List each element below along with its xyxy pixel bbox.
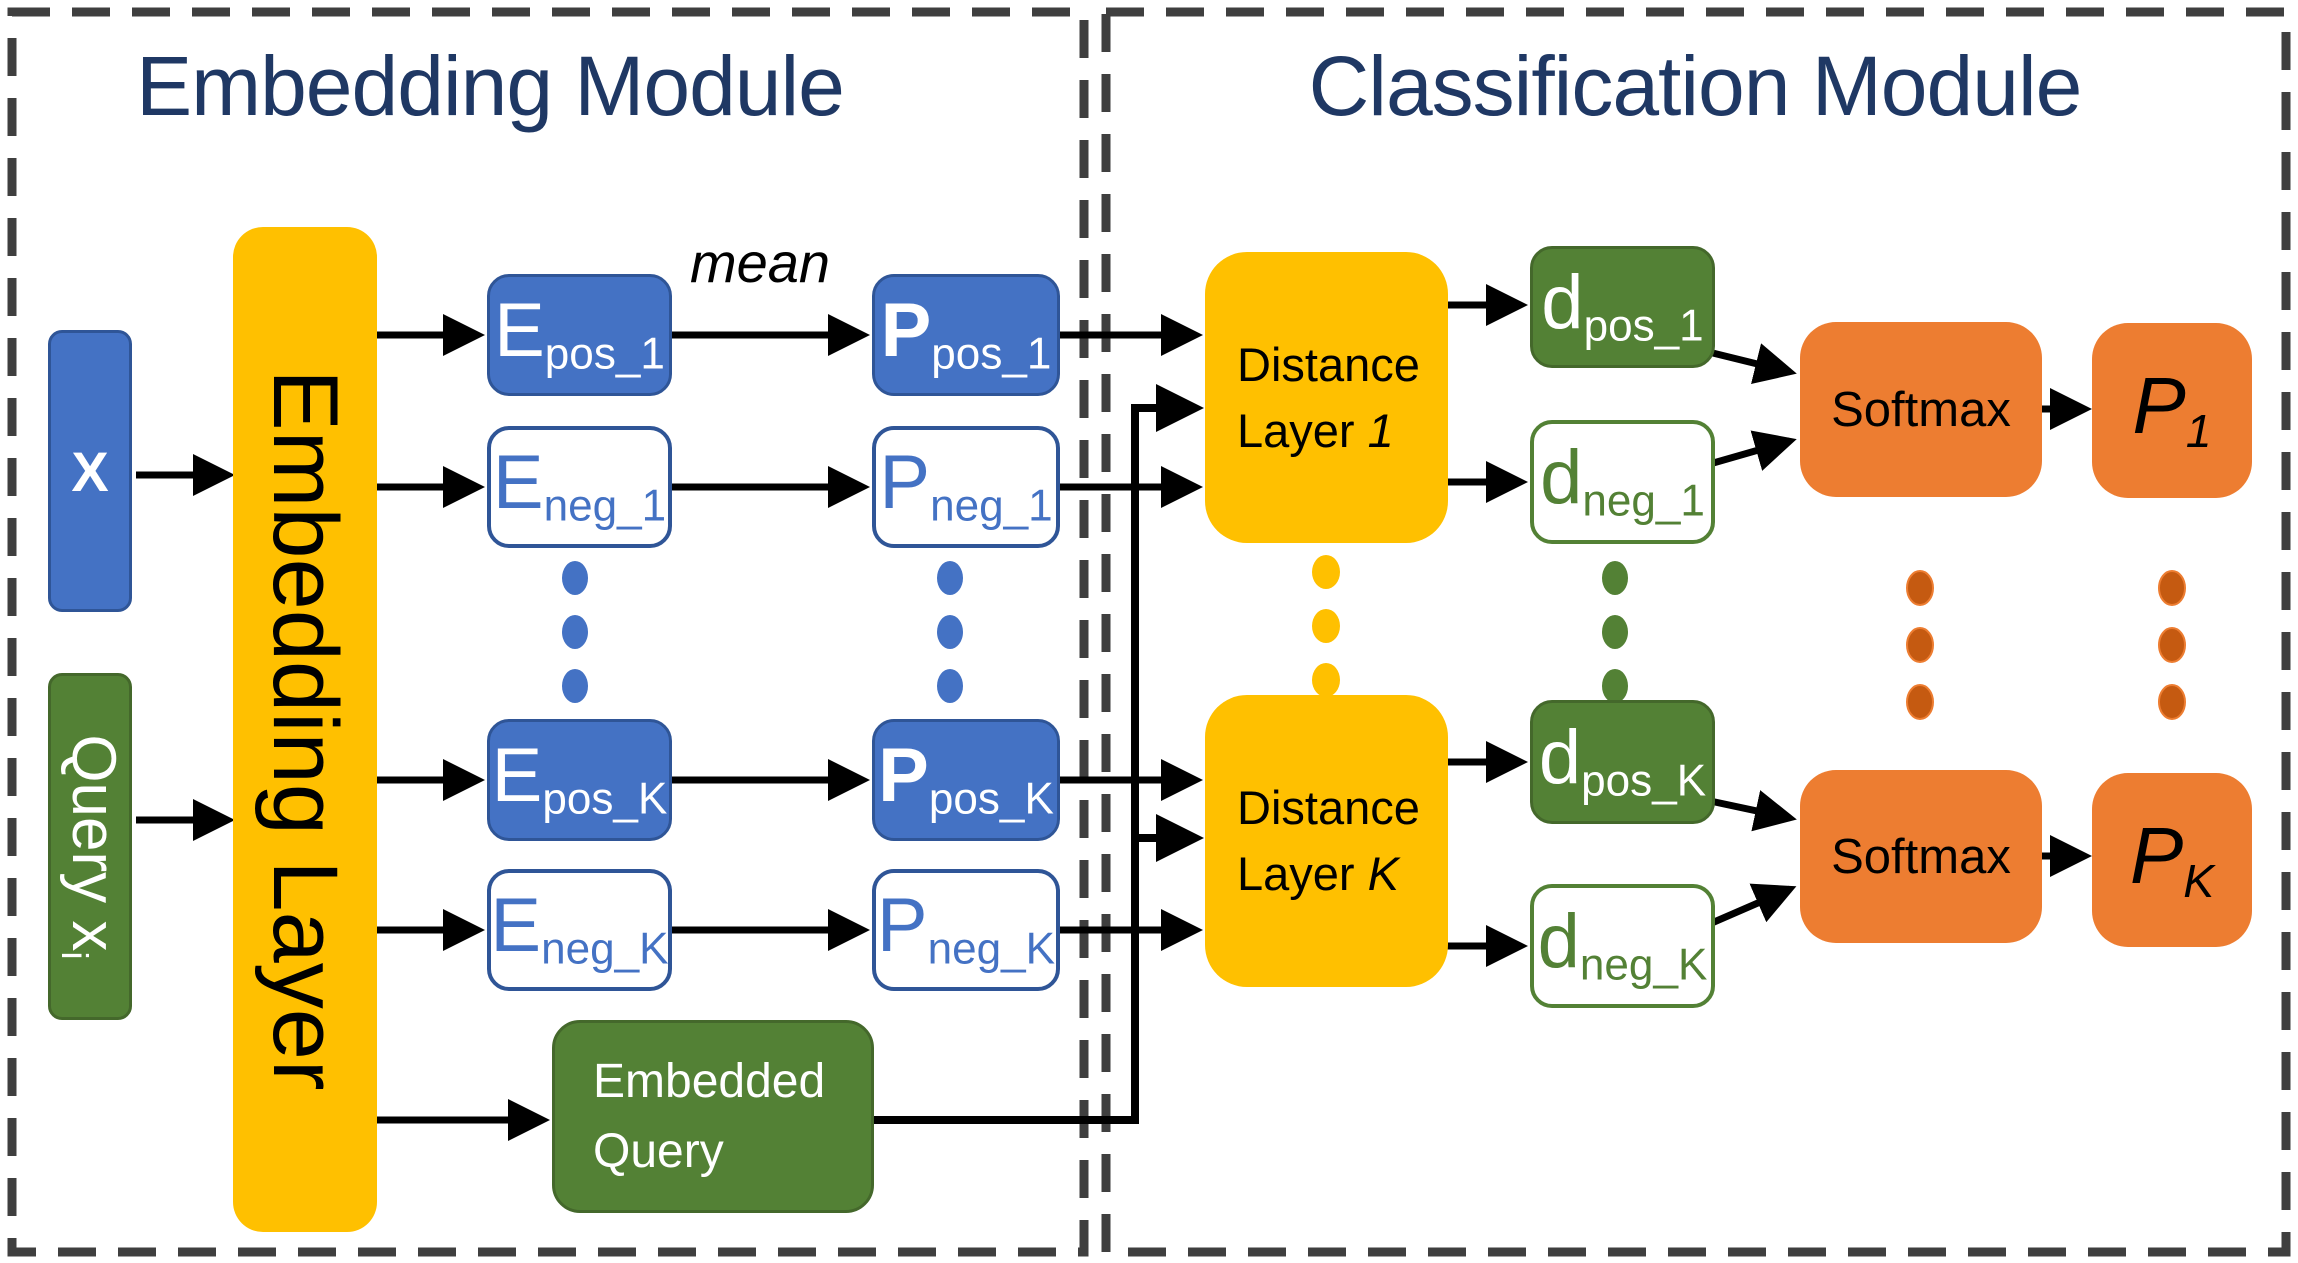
node-query-input: Query xi — [48, 673, 132, 1020]
softmax-k-label: Softmax — [1831, 829, 2011, 884]
ellipsis-dots-softmax-column — [1906, 570, 1934, 720]
node-embedding-layer: Embedding Layer — [233, 227, 377, 1232]
embedded-query-label: Embedded Query — [593, 1054, 826, 1178]
node-e-neg-1: Eneg_1 — [487, 426, 672, 548]
embedding-module-title: Embedding Module — [136, 39, 845, 133]
x-input-label: X — [71, 439, 109, 503]
d-neg-1-label: dneg_1 — [1540, 435, 1705, 526]
node-embedded-query: Embedded Query — [552, 1020, 874, 1213]
line-embedded-query-feed — [872, 384, 1204, 1124]
d-neg-k-label: dneg_K — [1537, 899, 1708, 990]
ellipsis-dots-distance-column — [1312, 555, 1340, 697]
node-d-pos-1: dpos_1 — [1530, 246, 1715, 368]
e-neg-1-label: Eneg_1 — [492, 440, 667, 531]
node-softmax-1: Softmax — [1800, 322, 2042, 497]
d-pos-k-label: dpos_K — [1538, 715, 1707, 806]
node-p-pos-k: Ppos_K — [872, 719, 1060, 841]
node-softmax-k: Softmax — [1800, 770, 2042, 943]
node-p-out-k: PK — [2092, 773, 2252, 947]
e-pos-k-label: Epos_K — [491, 733, 668, 824]
embedding-layer-label: Embedding Layer — [254, 368, 356, 1091]
p-pos-1-label: Ppos_1 — [880, 288, 1052, 379]
p-neg-1-label: Pneg_1 — [879, 440, 1053, 531]
p-neg-k-label: Pneg_K — [876, 883, 1056, 974]
node-d-neg-k: dneg_K — [1530, 884, 1715, 1008]
node-e-pos-k: Epos_K — [487, 719, 672, 841]
distance-layer-1-label: Distance Layer 1 — [1237, 337, 1420, 457]
p-out-1-label: P1 — [2132, 361, 2212, 458]
ellipsis-dots-e-column — [562, 561, 588, 703]
query-input-label: Query xi — [54, 733, 129, 960]
node-x-input: X — [48, 330, 132, 612]
node-p-neg-k: Pneg_K — [872, 869, 1060, 991]
softmax-1-label: Softmax — [1831, 382, 2011, 437]
node-e-pos-1: Epos_1 — [487, 274, 672, 396]
ellipsis-dots-d-column — [1602, 561, 1628, 703]
p-out-k-label: PK — [2129, 810, 2215, 907]
ellipsis-dots-p-column — [937, 561, 963, 703]
mean-annotation: mean — [689, 231, 831, 294]
distance-layer-k-label: Distance Layer K — [1237, 781, 1420, 900]
node-d-pos-k: dpos_K — [1530, 700, 1715, 824]
node-p-out-1: P1 — [2092, 323, 2252, 498]
embedding-module-border — [7, 7, 1089, 1257]
node-distance-layer-k: Distance Layer K — [1205, 695, 1448, 987]
classification-module-title: Classification Module — [1308, 39, 2083, 133]
node-p-pos-1: Ppos_1 — [872, 274, 1060, 396]
node-d-neg-1: dneg_1 — [1530, 420, 1715, 544]
e-pos-1-label: Epos_1 — [494, 288, 665, 379]
d-pos-1-label: dpos_1 — [1541, 260, 1704, 351]
node-p-neg-1: Pneg_1 — [872, 426, 1060, 548]
classification-module-border — [1101, 7, 2291, 1257]
e-neg-k-label: Eneg_K — [490, 883, 669, 974]
node-e-neg-k: Eneg_K — [487, 869, 672, 991]
node-distance-layer-1: Distance Layer 1 — [1205, 252, 1448, 543]
ellipsis-dots-output-column — [2158, 570, 2186, 720]
p-pos-k-label: Ppos_K — [878, 733, 1054, 824]
